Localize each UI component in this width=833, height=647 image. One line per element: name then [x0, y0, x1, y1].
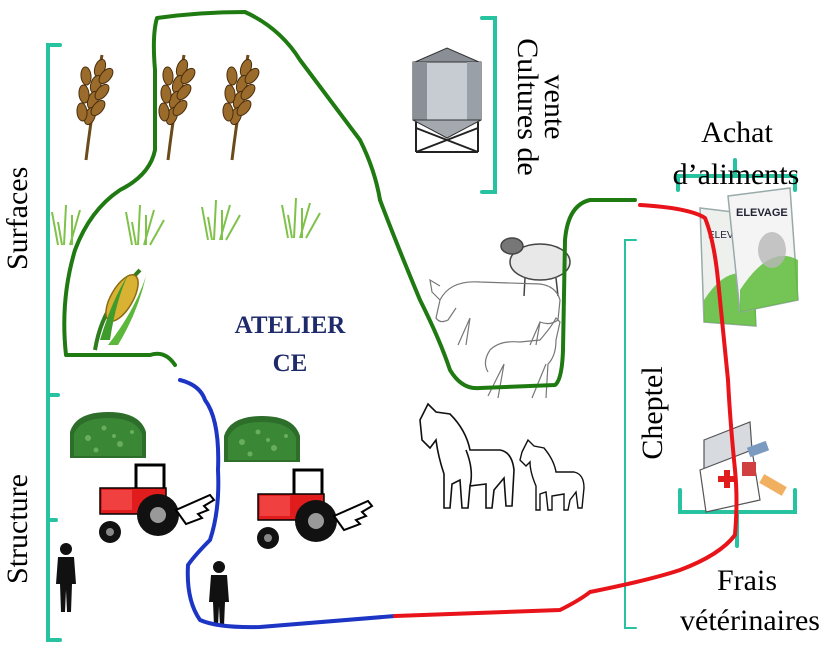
- person-icon: [56, 543, 76, 612]
- frais-label-line2: vétérinaires: [680, 604, 820, 637]
- person-icon: [209, 561, 229, 626]
- tractor-icon: [99, 463, 216, 543]
- feed-bag-label: ELEVAGE: [708, 230, 754, 241]
- silo-icon: [412, 47, 482, 153]
- grass-icon: [281, 197, 321, 239]
- cow-icon: [429, 278, 561, 346]
- feed-bag-icon: ELEVAGE: [727, 187, 799, 313]
- surfaces-green-line: [62, 10, 637, 391]
- first-aid-kit-icon: [699, 421, 787, 513]
- sheep-icon: [500, 237, 571, 297]
- surfaces-structure-bracket: [46, 43, 62, 642]
- cultures-de-vente-label-line2: vente: [538, 74, 571, 140]
- horse-icon: [484, 316, 561, 399]
- atelier-title-line2: CE: [272, 350, 308, 377]
- achat-label-line2: d’aliments: [672, 158, 800, 191]
- structure-label: Structure: [1, 474, 34, 584]
- grass-icon: [125, 204, 165, 246]
- corn-icon: [93, 268, 146, 351]
- grass-icon: [201, 199, 241, 241]
- frais-label-line1: Frais: [717, 564, 777, 597]
- horse-icon: [419, 402, 515, 509]
- grass-icon: [51, 204, 91, 246]
- hay-bale-icon: [70, 412, 146, 458]
- surfaces-label: Surfaces: [1, 166, 34, 270]
- wheat-icon: [158, 54, 196, 161]
- hay-bale-icon: [224, 416, 300, 462]
- atelier-title-line1: ATELIER: [234, 312, 346, 339]
- cultures-bracket: [480, 16, 497, 194]
- wheat-icon: [222, 54, 260, 161]
- horse-icon: [519, 438, 585, 511]
- costs-red-line: [393, 203, 739, 618]
- tractor-icon: [257, 468, 374, 549]
- wheat-icon: [76, 54, 114, 161]
- feed-bag-label: ELEVAGE: [736, 207, 788, 219]
- cheptel-bracket: [624, 239, 637, 629]
- structure-blue-line: [178, 378, 397, 630]
- cheptel-label: Cheptel: [636, 366, 669, 460]
- achat-bracket: [676, 158, 797, 192]
- achat-label-line1: Achat: [701, 116, 773, 149]
